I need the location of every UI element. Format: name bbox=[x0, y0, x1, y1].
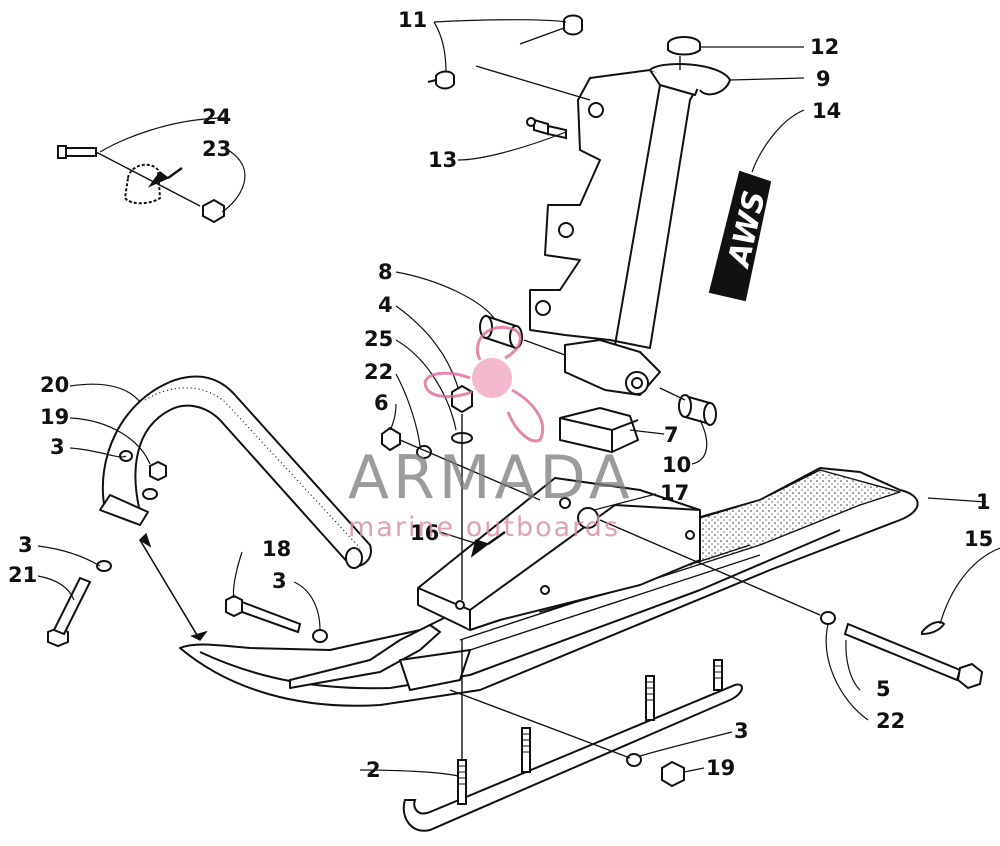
label-7: 7 bbox=[664, 423, 679, 447]
label-13: 13 bbox=[428, 148, 457, 172]
watermark: ARMADA marine outboards bbox=[348, 325, 634, 543]
label-20: 20 bbox=[40, 373, 69, 397]
cap-nuts bbox=[427, 14, 583, 90]
label-22-lower: 22 bbox=[876, 709, 905, 733]
grease-fitting bbox=[526, 117, 567, 140]
label-23: 23 bbox=[202, 137, 231, 161]
ski-saddle bbox=[417, 477, 701, 631]
label-3-upper: 3 bbox=[50, 435, 65, 459]
aws-decal: AWS ARCTIC WISHBONE SUSPENSION bbox=[708, 143, 791, 302]
label-22-upper: 22 bbox=[364, 360, 393, 384]
label-8: 8 bbox=[378, 260, 393, 284]
label-16: 16 bbox=[410, 521, 439, 545]
label-11: 11 bbox=[398, 8, 427, 32]
label-12: 12 bbox=[810, 35, 839, 59]
assembly-lines bbox=[95, 27, 821, 760]
label-24: 24 bbox=[202, 105, 231, 129]
label-6: 6 bbox=[374, 391, 389, 415]
label-19-upper: 19 bbox=[40, 405, 69, 429]
watermark-tagline: marine outboards bbox=[348, 512, 620, 543]
bushings bbox=[479, 314, 717, 426]
wear-rod bbox=[402, 659, 743, 832]
propeller-logo bbox=[423, 325, 545, 443]
leader-lines bbox=[37, 19, 1000, 777]
label-18: 18 bbox=[262, 537, 291, 561]
label-10: 10 bbox=[662, 453, 691, 477]
label-4: 4 bbox=[378, 293, 393, 317]
label-17: 17 bbox=[660, 481, 689, 505]
label-3-mid: 3 bbox=[272, 569, 287, 593]
label-15: 15 bbox=[964, 527, 993, 551]
label-5: 5 bbox=[876, 677, 891, 701]
label-2: 2 bbox=[366, 758, 381, 782]
label-19-lower: 19 bbox=[706, 756, 735, 780]
label-14: 14 bbox=[812, 99, 841, 123]
spindle bbox=[529, 63, 731, 396]
label-3-lower: 3 bbox=[734, 719, 749, 743]
label-25: 25 bbox=[364, 327, 393, 351]
watermark-brand: ARMADA bbox=[348, 443, 634, 513]
label-9: 9 bbox=[816, 67, 831, 91]
label-21: 21 bbox=[8, 563, 37, 587]
spindle-cap bbox=[667, 36, 701, 56]
spindle-bumper bbox=[559, 407, 639, 453]
label-1: 1 bbox=[976, 490, 991, 514]
label-3-left: 3 bbox=[18, 533, 33, 557]
part-number-labels: 11 12 9 14 24 23 13 8 4 25 22 20 6 19 7 … bbox=[8, 8, 993, 782]
ski-handle bbox=[99, 375, 372, 569]
